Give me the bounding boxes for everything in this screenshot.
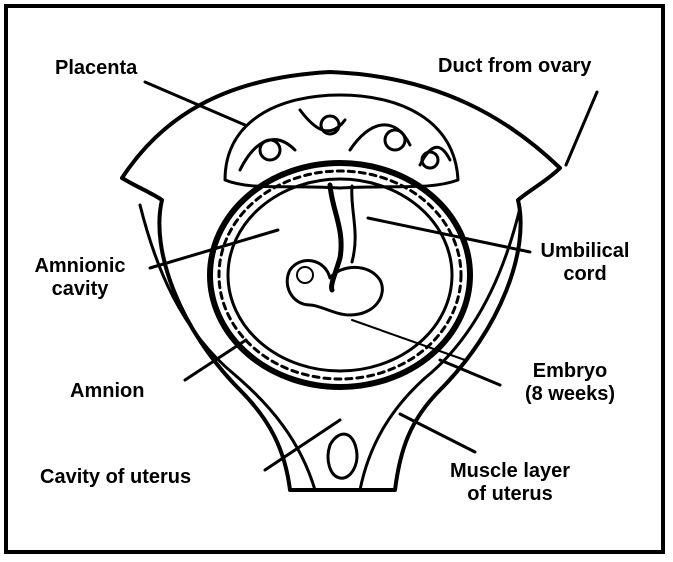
placenta <box>225 95 458 188</box>
amnion-membrane <box>228 179 452 371</box>
label-amnionic-cavity-line2: cavity <box>20 278 140 301</box>
label-cavity-of-uterus: Cavity of uterus <box>40 466 191 489</box>
chorion <box>210 163 470 387</box>
label-duct-from-ovary: Duct from ovary <box>438 55 591 78</box>
label-umbilical-cord: Umbilical cord <box>520 240 650 286</box>
label-amnion: Amnion <box>70 380 144 403</box>
label-umbilical-cord-line2: cord <box>520 263 650 286</box>
muscle-layer-inner <box>140 205 315 490</box>
label-amnionic-cavity-line1: Amnionic <box>20 255 140 278</box>
label-embryo-line1: Embryo <box>500 360 640 383</box>
label-embryo-line2: (8 weeks) <box>500 383 640 406</box>
label-umbilical-cord-line1: Umbilical <box>520 240 650 263</box>
label-embryo: Embryo (8 weeks) <box>500 360 640 406</box>
label-placenta: Placenta <box>55 57 137 80</box>
label-muscle-layer-line2: of uterus <box>425 483 595 506</box>
label-muscle-layer-line1: Muscle layer <box>425 460 595 483</box>
label-amnionic-cavity: Amnionic cavity <box>20 255 140 301</box>
label-muscle-layer: Muscle layer of uterus <box>425 460 595 506</box>
